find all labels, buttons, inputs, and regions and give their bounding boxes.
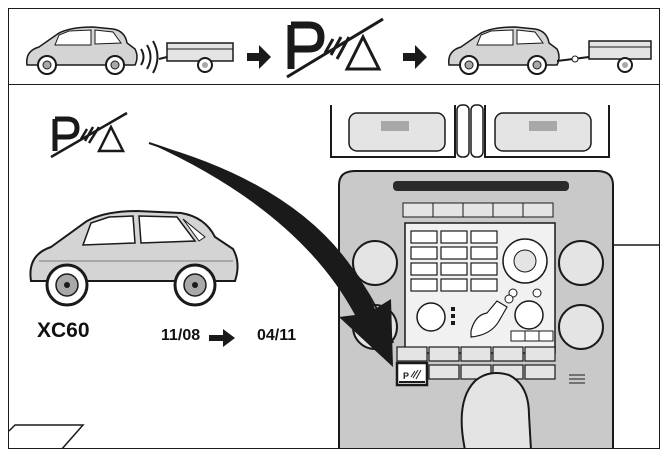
temperature-knob — [416, 302, 446, 332]
diagram-frame: P — [8, 8, 660, 449]
corner-panel-outline — [9, 424, 85, 448]
parking-sensor-crossed-icon — [286, 17, 384, 79]
cd-slot — [393, 181, 569, 191]
main-illustration: P — [9, 104, 659, 448]
center-console: P — [330, 104, 659, 448]
air-vent-right — [494, 112, 592, 152]
volume-knob — [352, 240, 398, 286]
temperature-knob — [514, 300, 544, 330]
arrow-right-icon — [403, 45, 427, 69]
production-end-date: 04/11 — [257, 327, 297, 344]
production-start-date: 11/08 — [161, 327, 201, 344]
park-assist-button — [395, 361, 429, 387]
seat-climate-icon — [470, 300, 508, 338]
tune-knob — [558, 240, 604, 286]
vehicle-model-label: XC60 — [37, 319, 90, 342]
instruction-strip — [9, 9, 659, 85]
gear-lever — [460, 372, 532, 448]
xc60-car-icon — [29, 209, 239, 307]
arrow-right-icon — [247, 45, 271, 69]
car-hitched-trailer-icon — [448, 26, 652, 75]
car-with-trailer-sensors-icon — [26, 26, 234, 75]
air-vent-left — [348, 112, 446, 152]
parking-sensor-crossed-icon — [50, 111, 128, 159]
pointer-arrow — [148, 142, 394, 367]
arrow-right-icon — [209, 329, 235, 347]
radio-keypad — [410, 230, 498, 292]
svg-text:P: P — [403, 371, 409, 381]
